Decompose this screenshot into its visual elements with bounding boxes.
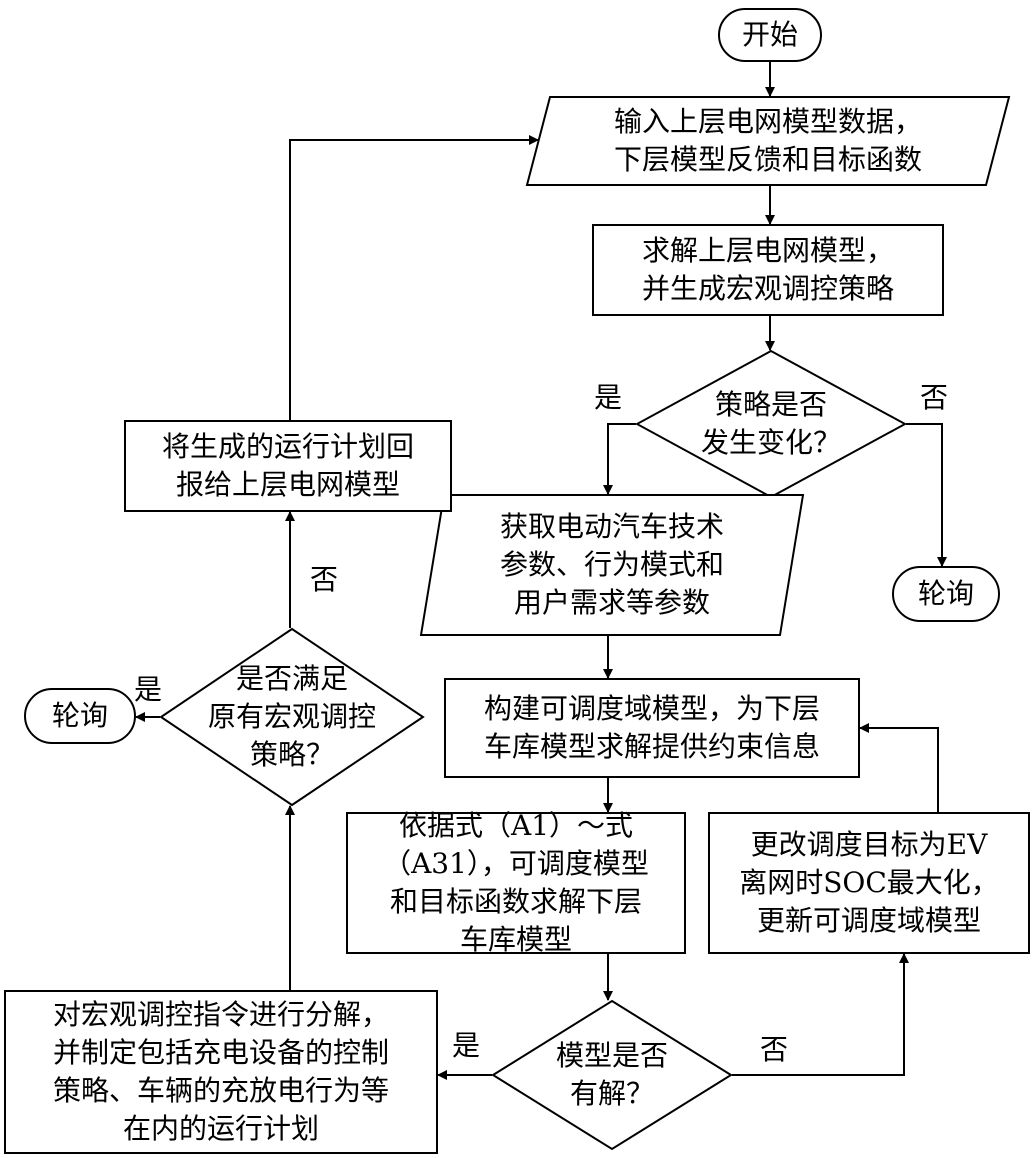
edge-label-strategy-yes: 是 — [594, 381, 623, 414]
poll-left-text: 轮询 — [52, 697, 108, 735]
poll-left-terminal: 轮询 — [24, 688, 136, 744]
edge-strategy-no-to-poll — [906, 423, 947, 567]
satisfy-original-outline — [159, 627, 425, 807]
build-domain-box: 构建可调度域模型，为下层车库模型求解提供约束信息 — [444, 678, 860, 778]
edge-decision-no-to-update — [732, 953, 909, 1076]
satisfy-original-shape — [159, 627, 425, 807]
edge-label-satisfy-yes: 是 — [134, 673, 163, 706]
node-text-line: 原有宏观调控 — [207, 700, 376, 733]
start-text: 开始 — [742, 16, 798, 54]
solve-lower-box: 依据式（A1）～式 （A31），可调度模型和目标函数求解下层车库模型 — [346, 809, 686, 956]
has-solution-text: 模型是否有解？ — [556, 1037, 668, 1113]
solve-lower-text: 依据式（A1）～式 （A31），可调度模型和目标函数求解下层车库模型 — [383, 807, 649, 959]
node-text-line: 下层模型反馈和目标函数 — [613, 143, 922, 176]
node-text-line: 轮询 — [917, 577, 974, 610]
update-target-text: 更改调度目标为EV 离网时SOC最大化， 更新可调度域模型 — [739, 826, 999, 940]
edge-label-solution-no: 否 — [760, 1033, 789, 1066]
node-text-line: 开始 — [741, 18, 798, 51]
node-text-line: 车库模型 — [459, 923, 572, 956]
update-target-box: 更改调度目标为EV 离网时SOC最大化， 更新可调度域模型 — [708, 812, 1030, 954]
report-plan-box: 将生成的运行计划回报给上层电网模型 — [124, 420, 452, 512]
node-text-line: 策略是否 — [714, 388, 827, 421]
node-text-line: 更改调度目标为EV — [750, 828, 988, 861]
node-text-line: 离网时SOC最大化， — [739, 866, 999, 899]
node-text-line: 用户需求等参数 — [513, 586, 710, 619]
node-text-line: 输入上层电网模型数据， — [613, 105, 922, 138]
get-ev-params-outline — [419, 494, 805, 636]
node-text-line: 获取电动汽车技术 — [499, 510, 724, 543]
node-text-line: 构建可调度域模型，为下层 — [483, 692, 820, 725]
has-solution-shape — [491, 999, 733, 1151]
build-domain-text: 构建可调度域模型，为下层车库模型求解提供约束信息 — [484, 690, 820, 766]
node-text-line: 求解上层电网模型， — [641, 234, 894, 267]
strategy-changed-text: 策略是否发生变化？ — [701, 386, 841, 462]
decompose-text: 对宏观调控指令进行分解， 并制定包括充电设备的控制策略、车辆的充放电行为等在内的运… — [53, 996, 389, 1148]
get-ev-params-text: 获取电动汽车技术参数、行为模式和用户需求等参数 — [500, 508, 724, 622]
start-terminal: 开始 — [718, 8, 822, 62]
node-text-line: 策略、车辆的充放电行为等 — [52, 1074, 389, 1107]
node-text-line: 参数、行为模式和 — [499, 548, 724, 581]
input-upper-outline — [525, 96, 1011, 186]
node-text-line: 轮询 — [51, 699, 108, 732]
edge-report-to-input — [289, 135, 539, 420]
poll-right-terminal: 轮询 — [892, 566, 1000, 622]
has-solution-outline — [491, 999, 733, 1151]
solve-upper-box: 求解上层电网模型， 并生成宏观调控策略 — [592, 224, 944, 316]
strategy-changed-decision: 策略是否发生变化？ — [634, 349, 908, 499]
node-text-line: 并生成宏观调控策略 — [641, 272, 894, 305]
node-text-line: 在内的运行计划 — [122, 1112, 319, 1145]
node-text-line: 模型是否 — [555, 1039, 668, 1072]
node-text-line: 依据式（A1）～式 — [398, 809, 634, 842]
poll-right-text: 轮询 — [918, 575, 974, 613]
edge-label-solution-yes: 是 — [452, 1029, 481, 1062]
report-plan-text: 将生成的运行计划回报给上层电网模型 — [162, 428, 414, 504]
input-upper-text: 输入上层电网模型数据， 下层模型反馈和目标函数 — [614, 103, 922, 179]
has-solution-decision: 模型是否有解？ — [491, 999, 733, 1151]
input-upper-parallelogram: 输入上层电网模型数据， 下层模型反馈和目标函数 — [525, 96, 1011, 186]
edge-label-strategy-no: 否 — [920, 381, 949, 414]
node-text-line: 报给上层电网模型 — [175, 468, 400, 501]
node-text-line: 是否满足 — [235, 662, 348, 695]
node-text-line: 有解？ — [569, 1077, 654, 1110]
node-text-line: 将生成的运行计划回 — [161, 430, 414, 463]
decompose-box: 对宏观调控指令进行分解， 并制定包括充电设备的控制策略、车辆的充放电行为等在内的运… — [4, 990, 438, 1154]
satisfy-original-text: 是否满足原有宏观调控策略？ — [208, 660, 376, 774]
node-text-line: （A31），可调度模型 — [383, 847, 649, 880]
get-ev-params-shape — [419, 494, 805, 636]
node-text-line: 策略？ — [249, 738, 334, 771]
node-text-line: 对宏观调控指令进行分解， — [52, 998, 389, 1031]
node-text-line: 发生变化？ — [700, 426, 841, 459]
get-ev-params-parallelogram: 获取电动汽车技术参数、行为模式和用户需求等参数 — [419, 494, 805, 636]
solve-upper-text: 求解上层电网模型， 并生成宏观调控策略 — [642, 232, 894, 308]
node-text-line: 并制定包括充电设备的控制 — [52, 1036, 389, 1069]
node-text-line: 和目标函数求解下层 — [389, 885, 642, 918]
input-upper-shape — [525, 96, 1011, 186]
edge-update-to-build-domain — [859, 723, 939, 812]
satisfy-original-decision: 是否满足原有宏观调控策略？ — [159, 627, 425, 807]
node-text-line: 车库模型求解提供约束信息 — [483, 730, 820, 763]
edge-label-satisfy-no: 否 — [310, 563, 339, 596]
edge-strategy-yes-to-ev — [603, 423, 636, 495]
node-text-line: 更新可调度域模型 — [756, 904, 981, 937]
